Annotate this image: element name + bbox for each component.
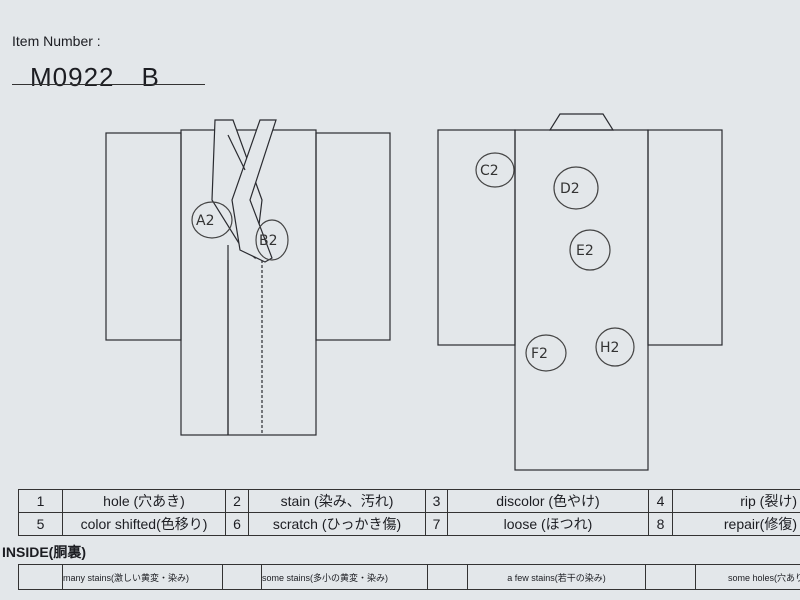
kimono-diagram: A2 B2 C2 D2 E2 F2 H2 xyxy=(105,113,723,471)
back-right-sleeve xyxy=(647,129,723,346)
inside-condition-table: many stains(激しい黄変・染み) some stains(多小の黄変・… xyxy=(18,564,800,590)
legend-num: 2 xyxy=(225,489,249,513)
legend-num: 3 xyxy=(425,489,448,513)
front-right-sleeve xyxy=(315,132,391,341)
inside-checkbox[interactable] xyxy=(427,564,468,590)
legend-label: rip (裂け) xyxy=(672,489,800,513)
inside-checkbox[interactable] xyxy=(645,564,696,590)
legend-row: 5 color shifted(色移り) 6 scratch (ひっかき傷) 7… xyxy=(18,512,800,536)
back-body xyxy=(514,129,649,471)
legend-label: discolor (色やけ) xyxy=(447,489,649,513)
legend-row: 1 hole (穴あき) 2 stain (染み、汚れ) 3 discolor … xyxy=(18,489,800,513)
mark-e2: E2 xyxy=(576,243,594,259)
back-collar xyxy=(548,113,615,131)
inside-option: many stains(激しい黄変・染み) xyxy=(62,564,223,590)
legend-num: 1 xyxy=(18,489,63,513)
legend-num: 5 xyxy=(18,512,63,536)
inside-checkbox[interactable] xyxy=(18,564,63,590)
legend-num: 7 xyxy=(425,512,448,536)
inside-title: INSIDE(胴裏) xyxy=(2,544,86,560)
legend-num: 6 xyxy=(225,512,249,536)
legend-num: 4 xyxy=(648,489,673,513)
mark-c2: C2 xyxy=(480,163,499,179)
inside-row: many stains(激しい黄変・染み) some stains(多小の黄変・… xyxy=(18,564,800,590)
item-number-value: M0922 B xyxy=(30,62,160,92)
item-number-label: Item Number : xyxy=(12,33,101,49)
legend-label: loose (ほつれ) xyxy=(447,512,649,536)
inside-option: a few stains(若干の染み) xyxy=(467,564,646,590)
legend-label: color shifted(色移り) xyxy=(62,512,226,536)
mark-f2: F2 xyxy=(531,346,548,362)
legend-label: stain (染み、汚れ) xyxy=(248,489,426,513)
item-number-underline xyxy=(12,84,205,85)
mark-h2: H2 xyxy=(600,340,619,356)
inside-option: some stains(多小の黄変・染み) xyxy=(261,564,428,590)
damage-marks: A2 B2 C2 D2 E2 F2 H2 xyxy=(191,152,635,372)
inside-option: some holes(穴あり) xyxy=(695,564,800,590)
damage-legend-table: 1 hole (穴あき) 2 stain (染み、汚れ) 3 discolor … xyxy=(18,489,800,536)
legend-label: hole (穴あき) xyxy=(62,489,226,513)
mark-a2: A2 xyxy=(196,213,214,229)
legend-label: repair(修復) xyxy=(672,512,800,536)
kimono-front xyxy=(105,119,391,436)
legend-num: 8 xyxy=(648,512,673,536)
mark-d2: D2 xyxy=(560,181,580,197)
mark-b2: B2 xyxy=(259,233,278,249)
legend-label: scratch (ひっかき傷) xyxy=(248,512,426,536)
inside-checkbox[interactable] xyxy=(222,564,262,590)
back-left-sleeve xyxy=(437,129,516,346)
kimono-back xyxy=(437,113,723,471)
front-left-sleeve xyxy=(105,132,182,341)
